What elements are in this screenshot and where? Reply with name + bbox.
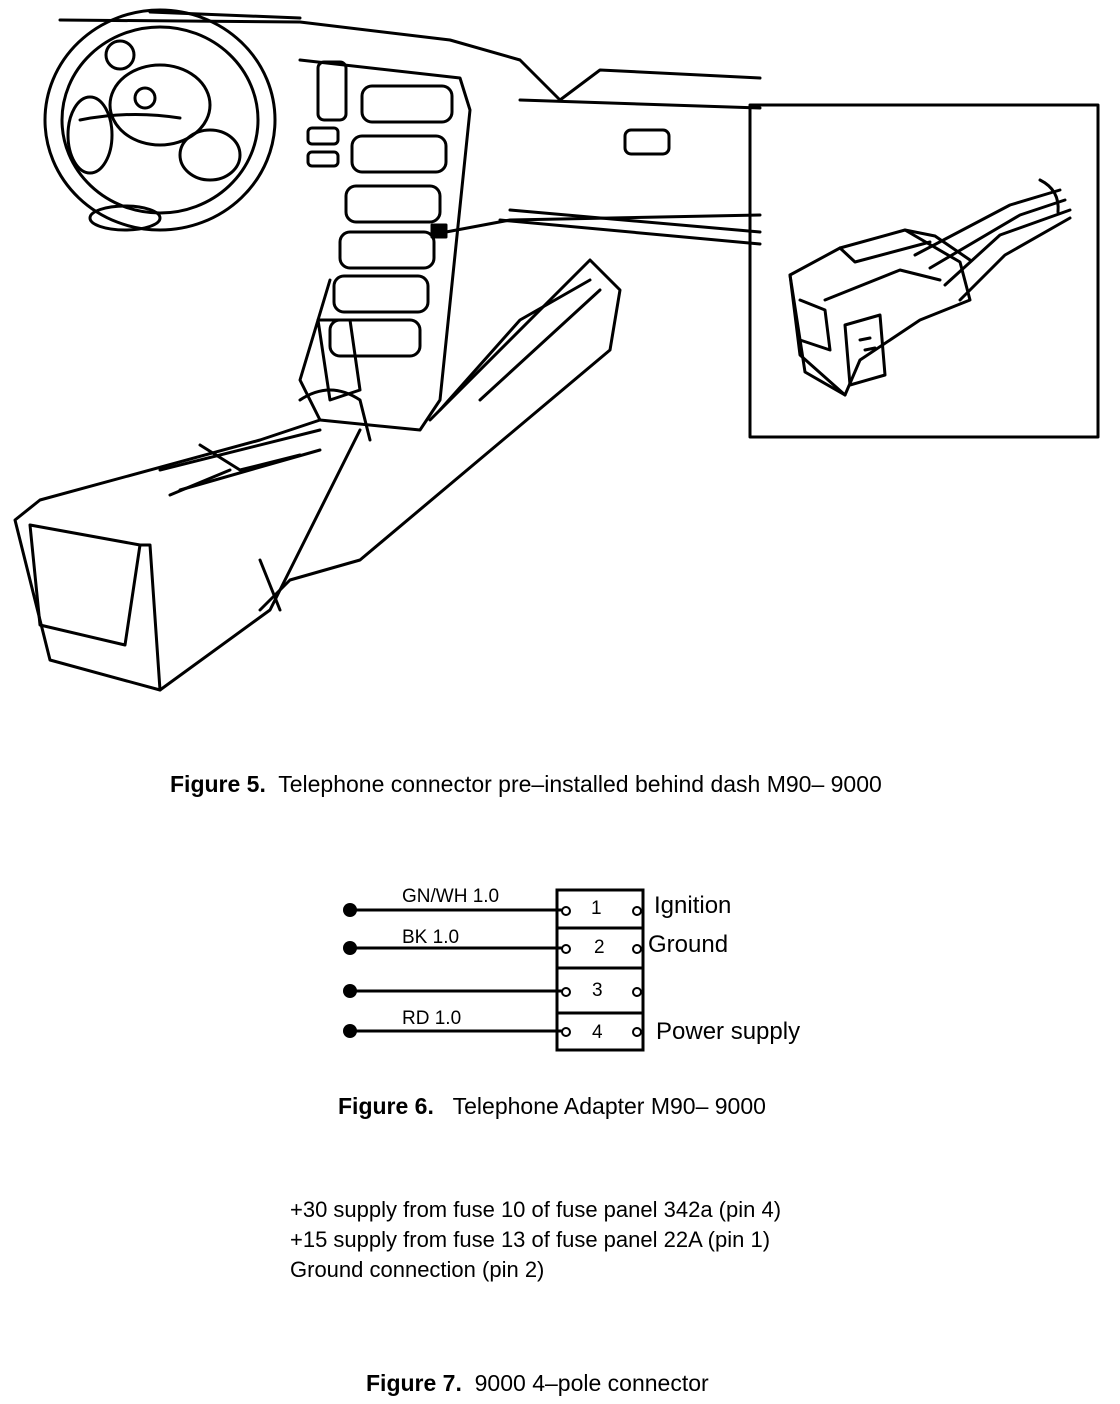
wire-label-1: GN/WH 1.0 — [402, 886, 500, 907]
wire-label-2: BK 1.0 — [402, 927, 460, 948]
pin-number-2: 2 — [594, 937, 605, 958]
pin-function-1: Ignition — [654, 892, 732, 919]
supply-note: +15 supply from fuse 13 of fuse panel 22… — [290, 1227, 771, 1252]
figure-6-text: Telephone Adapter M90– 9000 — [452, 1093, 766, 1119]
figure-5-text: Telephone connector pre–installed behind… — [278, 771, 882, 797]
wire-1-terminal — [343, 903, 357, 917]
pin-function-2: Ground — [648, 931, 729, 958]
supply-note: +30 supply from fuse 10 of fuse panel 34… — [290, 1197, 782, 1222]
wire-4-terminal — [343, 1024, 357, 1038]
wire-2-terminal — [343, 941, 357, 955]
figure-5-number: Figure 5. — [170, 771, 266, 797]
figure-7-number: Figure 7. — [366, 1370, 462, 1396]
figure-6-caption: Figure 6. Telephone Adapter M90– 9000 — [338, 1093, 766, 1120]
supply-notes: +30 supply from fuse 10 of fuse panel 34… — [290, 1195, 781, 1285]
figure-6-number: Figure 6. — [338, 1093, 434, 1119]
pin-number-1: 1 — [591, 898, 602, 919]
dashboard-illustration — [13, 8, 1100, 692]
supply-note: Ground connection (pin 2) — [290, 1257, 545, 1282]
wire-3-terminal — [343, 984, 357, 998]
pin-number-3: 3 — [592, 980, 603, 1001]
figure-7-text: 9000 4–pole connector — [474, 1370, 709, 1396]
pin-function-4: Power supply — [656, 1018, 801, 1045]
connector-block — [555, 888, 645, 1052]
connector-inset-box — [748, 103, 1100, 439]
wire-label-4: RD 1.0 — [402, 1008, 462, 1029]
figure-7-caption: Figure 7. 9000 4–pole connector — [366, 1370, 709, 1397]
figure-5-caption: Figure 5. Telephone connector pre–instal… — [170, 771, 882, 798]
steering-wheel — [43, 8, 277, 232]
pin-number-4: 4 — [592, 1022, 603, 1043]
